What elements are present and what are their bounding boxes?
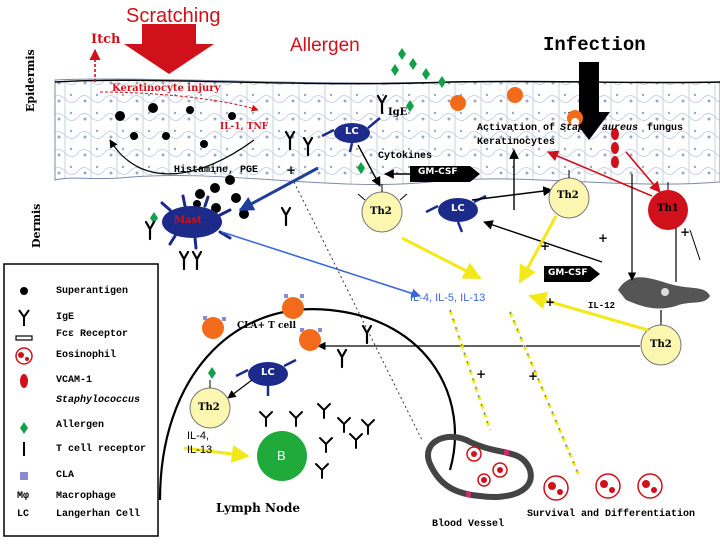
legend-vcam1: VCAM-1 — [56, 375, 93, 386]
th2-dermis-label: Th2 — [370, 206, 392, 217]
legend-ige: IgE — [56, 312, 75, 323]
plus-sign: + — [286, 163, 297, 177]
plus-sign: + — [680, 225, 691, 239]
gm-csf-banner-top — [410, 166, 480, 182]
il12-label: IL-12 — [588, 301, 616, 311]
legend-langerhans-cell: Langerhan Cell — [56, 509, 141, 520]
superantigen-dots — [115, 103, 249, 219]
infection-label: Infection — [543, 34, 646, 56]
cytokines-label: Cytokines — [378, 151, 433, 162]
keratinocyte-injury-label: Keratinocyte injury — [112, 83, 221, 94]
mast-label: Mast — [174, 215, 202, 226]
staphylococcus-cluster — [611, 128, 619, 168]
ige-top-label: IgE — [388, 107, 408, 118]
cla-t-cells — [202, 294, 322, 351]
il13-label: IL-13 — [187, 444, 213, 456]
activation-label: Activation of — [477, 123, 556, 134]
gm-csf-banner-lower — [544, 266, 600, 282]
th2-cell-right-lower — [640, 316, 682, 366]
blood-vessel-label: Blood Vessel — [432, 519, 505, 530]
macrophage-icon: Mφ — [17, 491, 30, 502]
lc-top-label: LC — [345, 126, 359, 137]
legend-fc-receptor: Fcε Receptor — [56, 329, 129, 340]
vessel-eosinophils — [466, 446, 509, 497]
lc-lymph-cell — [235, 358, 297, 396]
plus-sign: + — [540, 239, 551, 253]
macrophage-cell — [618, 277, 710, 309]
legend-icons — [15, 287, 33, 480]
histamine-arrow — [109, 139, 255, 175]
scratching-label: Scratching — [126, 5, 221, 27]
b-cell-label: B — [277, 448, 286, 463]
legend-t-cell-receptor: T cell receptor — [56, 444, 147, 455]
survival-label: Survival and Differentiation — [527, 509, 696, 520]
blood-vessel — [425, 434, 534, 500]
legend-allergen: Allergen — [56, 420, 105, 431]
gm-csf-lower-label: GM-CSF — [548, 268, 588, 278]
legend-box — [3, 263, 159, 537]
itch-label: Itch — [91, 32, 121, 47]
th1-cell — [648, 182, 688, 230]
plus-sign: + — [476, 367, 487, 381]
orange-cells-top — [450, 87, 583, 126]
gm-csf-top-label: GM-CSF — [418, 167, 458, 177]
il1-tnf-label: IL-1, TNF — [220, 122, 269, 132]
lymph-node-label: Lymph Node — [216, 501, 300, 515]
th2-right-top-label: Th2 — [557, 190, 579, 201]
plus-sign: + — [545, 295, 556, 309]
legend-superantigen: Superantigen — [56, 286, 129, 297]
allergen-top-label: Allergen — [290, 35, 360, 56]
plus-sign: + — [598, 231, 609, 245]
th2-cell-dermis — [357, 184, 408, 233]
dermis-label: Dermis — [30, 203, 43, 248]
histamine-pge-label: Histamine, PGE — [174, 165, 259, 176]
epidermis-label: Epidermis — [24, 49, 37, 112]
lymph-node-outline — [158, 308, 457, 501]
cla-t-cell-label: CLA+ T cell — [237, 321, 297, 331]
lc-top-cell — [321, 117, 381, 153]
staph-aureus-label: Staph. aureus — [560, 123, 639, 134]
fungus-label: fungus — [647, 123, 684, 134]
scratching-arrow — [124, 24, 214, 74]
lc-mid-label: LC — [451, 203, 465, 214]
th1-label: Th1 — [657, 203, 679, 214]
lc-lymph-label: LC — [261, 367, 275, 378]
th2-right-lower-label: Th2 — [650, 339, 672, 350]
legend-staphylococcus: Staphylococcus — [56, 395, 141, 406]
legend-cla: CLA — [56, 470, 75, 481]
b-cell — [257, 431, 307, 481]
legend-macrophage: Macrophage — [56, 491, 117, 502]
lc-mid-cell — [425, 194, 487, 233]
ige-symbols — [144, 94, 388, 369]
il4-5-13-label: IL-4, IL-5, IL-13 — [410, 292, 486, 304]
il4-label: IL-4, — [187, 430, 210, 442]
mast-cell — [160, 194, 232, 250]
plus-sign: + — [528, 369, 539, 383]
th2-cell-lymph — [189, 380, 231, 429]
survival-eosinophils — [543, 473, 663, 501]
th2-cell-right-top — [548, 170, 590, 219]
th2-lymph-label: Th2 — [198, 402, 220, 413]
allergens-scatter — [150, 48, 446, 379]
langerhans-cell-icon: LC — [17, 509, 30, 520]
keratinocytes-label: Keratinocytes — [477, 137, 556, 148]
antibodies — [259, 403, 375, 479]
legend-eosinophil: Eosinophil — [56, 350, 117, 361]
